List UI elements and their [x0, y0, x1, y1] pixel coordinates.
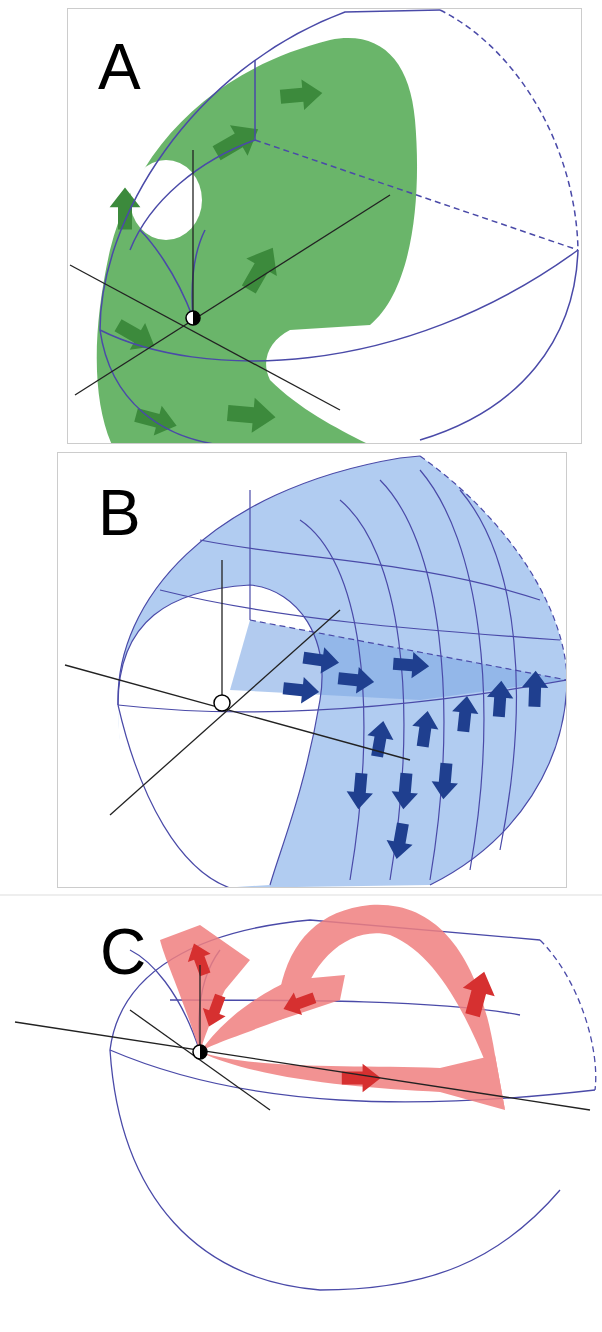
panel-letter: C [100, 920, 146, 984]
figure-panel: B [57, 452, 567, 888]
figure-panel: A [67, 8, 582, 444]
panel-letter: A [98, 35, 141, 99]
panel-letter: B [98, 481, 141, 545]
panel-c-figure [15, 905, 596, 1290]
figure-panel: C [0, 896, 602, 1332]
panel-a-figure [70, 10, 578, 443]
panel-b-figure [65, 456, 566, 887]
